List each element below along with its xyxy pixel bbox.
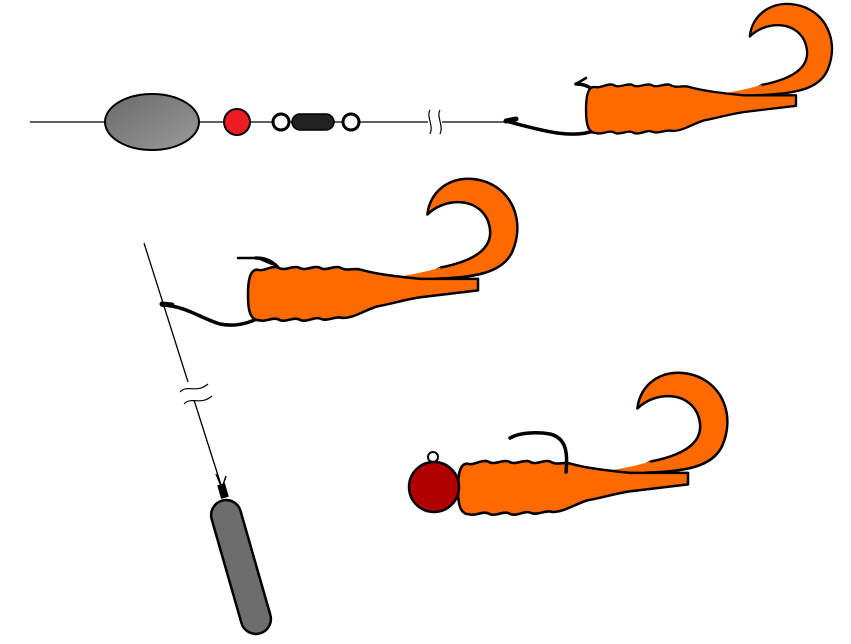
round-jig-head	[407, 460, 461, 514]
hook-icon	[508, 431, 569, 474]
curly-tail-grub	[246, 177, 519, 323]
cylinder-sinker	[209, 473, 273, 636]
jig-head-rig	[407, 371, 729, 517]
main-line	[143, 242, 189, 383]
drop-shot-rig	[143, 177, 519, 636]
egg-sinker	[104, 93, 200, 151]
bead	[223, 108, 251, 136]
line-break-icon	[428, 109, 442, 135]
main-line-lower	[193, 399, 223, 489]
carolina-rig	[30, 2, 834, 151]
barrel-swivel	[271, 112, 361, 132]
curly-tail-grub	[584, 2, 834, 135]
line-eye	[427, 451, 439, 463]
curly-tail-grub	[456, 371, 729, 517]
line-break-icon	[179, 383, 213, 405]
